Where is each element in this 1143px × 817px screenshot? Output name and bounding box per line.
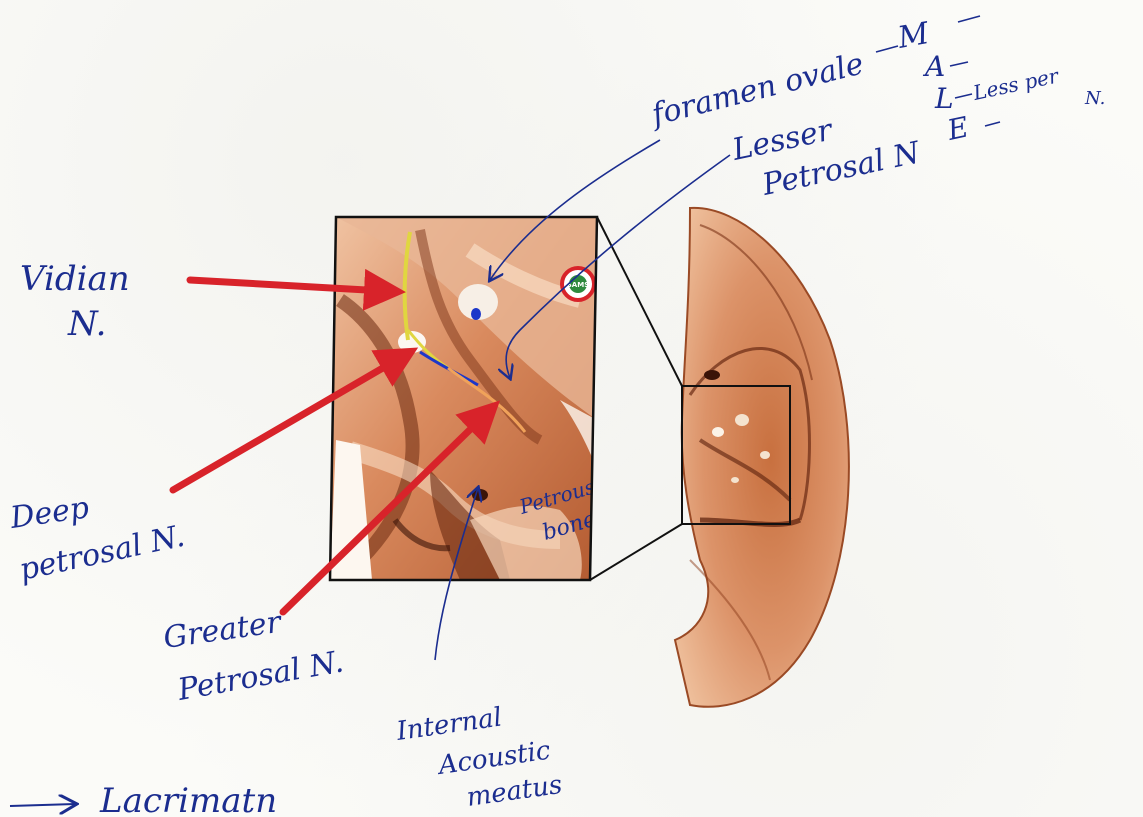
label-lacrimation: Lacrimatn — [99, 781, 277, 817]
mnemonic-letter-e: E — [944, 110, 972, 147]
label-foramen-ovale: foramen ovale — [647, 46, 868, 133]
label-lesser-abbrev-line1: Less per — [970, 63, 1062, 105]
mnemonic-letter-l: L — [934, 82, 954, 115]
label-internal-acoustic-line1: Internal — [394, 702, 504, 747]
label-greater-petrosal-line2: Petrosal N. — [174, 644, 346, 708]
sams-logo: SAMS — [562, 268, 594, 300]
lacrimation-arrow — [10, 804, 75, 806]
skull-base-illustration — [675, 208, 849, 707]
zoom-connector-top — [597, 217, 682, 386]
label-lesser-abbrev-line2: N. — [1084, 88, 1105, 109]
label-vidian-line1: Vidian — [20, 259, 130, 299]
label-greater-petrosal-line1: Greater — [161, 605, 284, 656]
label-vidian-line2: N. — [67, 304, 106, 344]
label-deep-petrosal-line1: Deep — [7, 490, 91, 536]
zoom-connector-bottom — [590, 524, 682, 580]
label-internal-acoustic-line3: meatus — [465, 770, 564, 813]
mnemonic-letter-a: A — [922, 50, 945, 83]
